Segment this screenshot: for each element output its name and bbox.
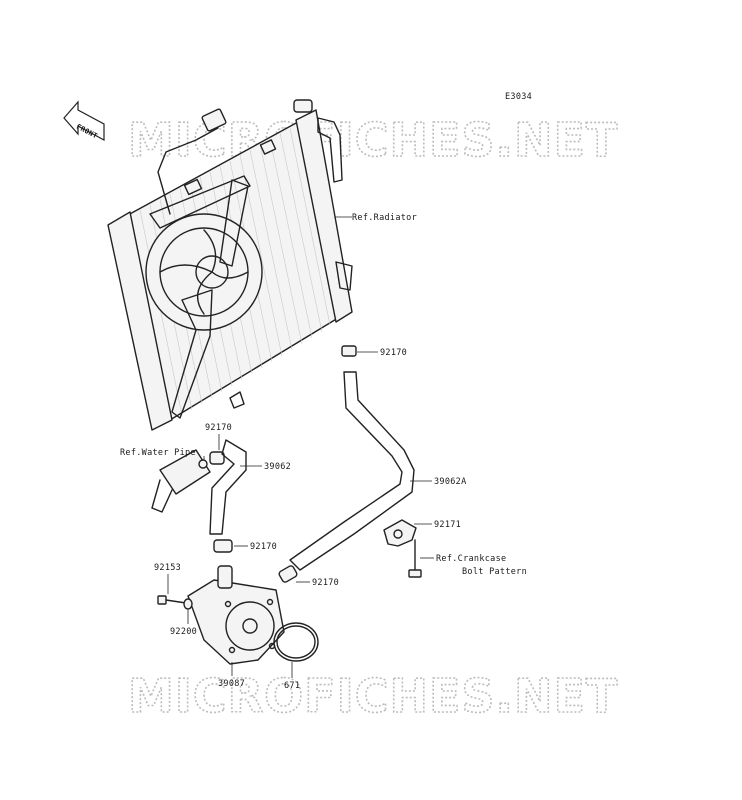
bracket-92171 bbox=[383, 519, 417, 547]
hose-39062 bbox=[209, 439, 247, 535]
diagram-code: E3034 bbox=[505, 92, 532, 102]
callout-92170-d: 92170 bbox=[312, 578, 339, 588]
bolt-92153 bbox=[157, 595, 187, 605]
callout-92170-a: 92170 bbox=[380, 348, 407, 358]
callout-92153: 92153 bbox=[154, 563, 181, 573]
watermark-bottom: MICROFICHES.NET bbox=[128, 669, 618, 723]
hose-39062a bbox=[289, 371, 415, 571]
o-ring-671 bbox=[273, 622, 319, 662]
callout-39087: 39087 bbox=[218, 679, 245, 689]
clamp-92170-cooler bbox=[278, 565, 298, 583]
front-arrow-icon: FRONT bbox=[63, 100, 105, 142]
washer-92200 bbox=[183, 598, 193, 610]
clamp-92170-upper bbox=[209, 451, 225, 465]
callout-ref-crankcase: Ref.Crankcase bbox=[436, 554, 506, 564]
callout-671: 671 bbox=[284, 681, 300, 691]
callout-39062a: 39062A bbox=[434, 477, 467, 487]
radiator-assembly bbox=[107, 99, 353, 431]
callout-ref-radiator: Ref.Radiator bbox=[352, 213, 417, 223]
water-pipe-fitting bbox=[151, 449, 211, 513]
clamp-92170-radiator bbox=[341, 345, 357, 357]
callout-92200: 92200 bbox=[170, 627, 197, 637]
crankcase-bolt bbox=[408, 539, 422, 578]
callout-92171: 92171 bbox=[434, 520, 461, 530]
watermark-top: MICROFICHES.NET bbox=[128, 113, 618, 167]
callout-ref-water-pipe: Ref.Water Pipe bbox=[120, 448, 196, 458]
clamp-92170-lower bbox=[213, 539, 233, 553]
callout-92170-c: 92170 bbox=[250, 542, 277, 552]
oil-cooler-39087 bbox=[187, 565, 285, 665]
callout-92170-b: 92170 bbox=[205, 423, 232, 433]
callout-39062: 39062 bbox=[264, 462, 291, 472]
callout-bolt-pattern: Bolt Pattern bbox=[462, 567, 527, 577]
